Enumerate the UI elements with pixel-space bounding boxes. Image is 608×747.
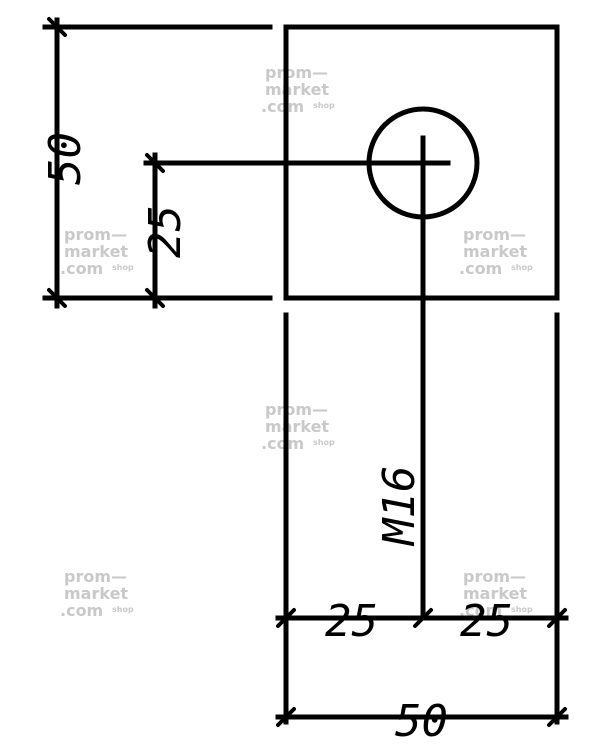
watermark-line3: .com	[459, 259, 502, 278]
dim-label-left-50: 50	[40, 132, 91, 185]
watermark-line2: market	[463, 242, 527, 261]
watermark-line3: .com	[60, 601, 103, 620]
watermark-line3: .com	[261, 97, 304, 116]
tick-left-25-top	[145, 153, 165, 173]
watermark-line1: prom—	[265, 400, 328, 419]
watermark-bottom-right: prom— market .com shop	[459, 567, 533, 620]
watermark-line3: .com	[459, 601, 502, 620]
watermark-suffix: shop	[112, 605, 134, 614]
tick-bottom-left	[276, 608, 296, 628]
dim-label-bottom-right: 25	[460, 596, 513, 647]
watermark-line3: .com	[60, 259, 103, 278]
watermark-mid-left: prom— market .com shop	[60, 225, 134, 278]
watermark-line2: market	[265, 417, 329, 436]
watermark-mid-right: prom— market .com shop	[459, 225, 533, 278]
watermark-center: prom— market .com shop	[261, 400, 335, 453]
watermark-group: prom— market .com shop prom— market .com…	[60, 63, 533, 620]
dim-label-bottom-left: 25	[325, 596, 378, 647]
tick-bottom50-left	[276, 707, 296, 727]
watermark-top-center: prom— market .com shop	[261, 63, 335, 116]
tick-bottom50-right	[547, 707, 567, 727]
watermark-suffix: shop	[112, 263, 134, 272]
watermark-line2: market	[64, 584, 128, 603]
tick-left-25-bottom	[145, 288, 165, 308]
watermark-line3: .com	[261, 434, 304, 453]
tick-bottom-mid	[413, 608, 433, 628]
watermark-suffix: shop	[313, 101, 335, 110]
tick-left-50-top	[47, 17, 67, 37]
watermark-line1: prom—	[463, 225, 526, 244]
watermark-bottom-left: prom— market .com shop	[60, 567, 134, 620]
watermark-suffix: shop	[511, 605, 533, 614]
thread-label: M16	[374, 466, 425, 547]
watermark-suffix: shop	[313, 438, 335, 447]
watermark-line1: prom—	[463, 567, 526, 586]
dim-label-bottom-total: 50	[395, 696, 448, 747]
watermark-line2: market	[64, 242, 128, 261]
watermark-line1: prom—	[64, 567, 127, 586]
tick-left-50-bottom	[47, 288, 67, 308]
tick-bottom-right	[547, 608, 567, 628]
watermark-suffix: shop	[511, 263, 533, 272]
watermark-line1: prom—	[64, 225, 127, 244]
dim-label-left-25: 25	[140, 205, 191, 258]
watermark-line2: market	[463, 584, 527, 603]
watermark-line1: prom—	[265, 63, 328, 82]
watermark-line2: market	[265, 80, 329, 99]
